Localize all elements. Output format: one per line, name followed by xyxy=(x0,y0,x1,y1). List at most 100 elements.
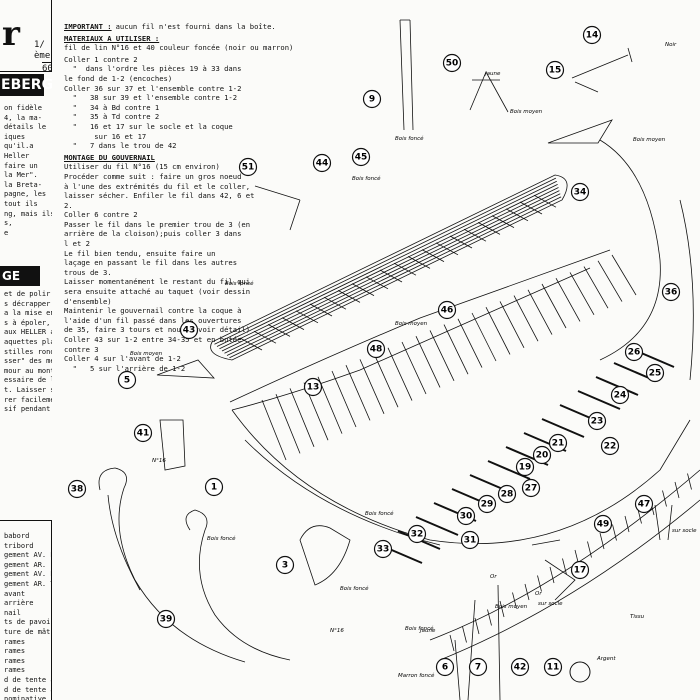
section-line: s décrapper à xyxy=(4,299,51,308)
scale-numerator: 1/ème xyxy=(34,40,51,61)
rudder-step: Coller 4 sur l'avant de 1-2 xyxy=(64,354,181,364)
intro-line: la Breta- xyxy=(4,180,42,189)
section-line: sser" des me- xyxy=(4,357,52,366)
part-number-label: 23 xyxy=(591,417,604,427)
rudder-steps: Utiliser du fil N°16 (15 cm environ)Proc… xyxy=(64,162,310,373)
oar xyxy=(415,516,459,536)
part-number-1: 1 xyxy=(204,477,224,497)
glue-step: " 35 à Td contre 2 xyxy=(64,112,160,122)
part-number-42: 42 xyxy=(510,657,530,677)
note-bois-moyen-3: Bois moyen xyxy=(395,321,428,327)
rudder-step: trous de 3. xyxy=(64,267,112,277)
note-sur-socle-2: sur socle xyxy=(672,528,697,534)
oar xyxy=(595,376,639,396)
part-number-label: 3 xyxy=(282,561,288,571)
note-bois-fonce-2: Bois foncé xyxy=(352,175,381,182)
part-number-label: 42 xyxy=(514,663,527,673)
part-number-label: 33 xyxy=(377,545,390,555)
part-number-29: 29 xyxy=(477,494,497,514)
part-number-label: 1 xyxy=(211,483,217,493)
part-number-label: 49 xyxy=(597,520,610,530)
rudder-parts xyxy=(299,504,673,700)
oar xyxy=(541,418,585,438)
part-number-21: 21 xyxy=(548,433,568,453)
rudder-step: 2. xyxy=(64,200,73,210)
section-line: essaire de lire xyxy=(4,376,52,385)
intro-line: on fidèle xyxy=(4,104,42,112)
annotations: Noir Jaune Bois foncé Bois moyen Bois mo… xyxy=(130,42,697,679)
section-line: t. Laisser sé- xyxy=(4,385,52,394)
rudder-step: Passer le fil dans le premier trou de 3 … xyxy=(64,219,251,229)
part-number-label: 44 xyxy=(316,159,329,169)
part-number-label: 19 xyxy=(519,463,532,473)
part-number-26: 26 xyxy=(624,342,644,362)
part-number-22: 22 xyxy=(600,436,620,456)
rudder-step: Laisser momentanément le restant du fil … xyxy=(64,277,251,287)
legend-line: nominative xyxy=(4,695,47,700)
triangle-pieces xyxy=(156,119,613,471)
part-number-47: 47 xyxy=(634,494,654,514)
part-number-11: 11 xyxy=(543,657,563,677)
rudder-step: contre 3 xyxy=(64,344,99,354)
legend-line: avant xyxy=(4,589,26,598)
intro-line: Heller xyxy=(4,151,30,160)
rudder-step: Utiliser du fil N°16 (15 cm environ) xyxy=(64,162,220,172)
note-or-1: Or xyxy=(535,591,542,597)
part-number-3: 3 xyxy=(275,555,295,575)
glue-step: " 34 à Bd contre 1 xyxy=(64,102,160,112)
part-number-label: 27 xyxy=(525,484,538,494)
legend-line: d de tente arrière xyxy=(4,685,52,694)
intro-line: qu'il.a xyxy=(4,142,34,151)
mast-drawing xyxy=(399,19,414,131)
title-banner: EBERG xyxy=(0,74,52,96)
legend-line: gement AV. Bd xyxy=(4,551,52,560)
part-number-label: 51 xyxy=(242,163,255,173)
part-number-32: 32 xyxy=(407,524,427,544)
note-marron-fonce: Marron foncé xyxy=(398,672,435,679)
intro-line: s, xyxy=(4,219,13,228)
oar xyxy=(487,460,531,480)
glue-step: " 16 et 17 sur le socle et la coque xyxy=(64,121,233,131)
note-bois-moyen-2: Bois moyen xyxy=(633,137,666,143)
section-line: sif pendant le xyxy=(4,405,51,414)
section-line: stilles rondes xyxy=(4,347,52,356)
note-jaune-2: Jaune xyxy=(419,628,436,634)
part-number-17: 17 xyxy=(570,560,590,580)
part-number-label: 43 xyxy=(183,326,196,336)
note-n16-2: N°16 xyxy=(330,628,344,634)
intro-line: tout ils xyxy=(4,199,38,208)
part-number-label: 31 xyxy=(464,536,477,546)
part-number-23: 23 xyxy=(587,411,607,431)
part-number-51: 51 xyxy=(238,157,258,177)
part-number-39: 39 xyxy=(156,609,176,629)
materials-label: MATERIAUX A UTILISER : xyxy=(64,33,160,43)
anchor-drawing xyxy=(254,47,633,231)
part-number-label: 45 xyxy=(355,153,368,163)
important-label: IMPORTANT : xyxy=(64,22,112,31)
intro-line: 4, la ma- xyxy=(4,113,42,122)
legend-line: gement AV. Bd xyxy=(4,570,52,579)
part-number-label: 29 xyxy=(481,500,494,510)
section-line: a la mise en xyxy=(4,309,52,318)
part-number-label: 28 xyxy=(501,490,514,500)
rudder-step: de 35, faire 3 tours et nouer (voir déta… xyxy=(64,325,251,335)
part-number-label: 30 xyxy=(460,512,473,522)
intro-line: e xyxy=(4,228,9,237)
note-bois-fonce-3: Bois foncé xyxy=(225,280,254,287)
legend-line: arrière xyxy=(4,599,34,608)
rudder-step: Procéder comme suit : faire un gros noeu… xyxy=(64,171,242,181)
rudder-step: d'ensemble) xyxy=(64,296,112,306)
rudder-label: MONTAGE DU GOUVERNAIL xyxy=(64,152,155,162)
part-number-label: 6 xyxy=(442,663,448,673)
part-number-label: 50 xyxy=(446,59,459,69)
part-number-label: 47 xyxy=(638,500,651,510)
section-line: aquettes plas- xyxy=(4,337,52,346)
part-number-label: 25 xyxy=(649,369,662,379)
glue-steps: Coller 1 contre 2 " dans l'ordre les piè… xyxy=(64,55,310,151)
part-number-label: 15 xyxy=(549,66,562,76)
part-number-6: 6 xyxy=(435,657,455,677)
part-number-label: 17 xyxy=(574,566,587,576)
intro-line: ng, mais ils xyxy=(4,209,52,218)
